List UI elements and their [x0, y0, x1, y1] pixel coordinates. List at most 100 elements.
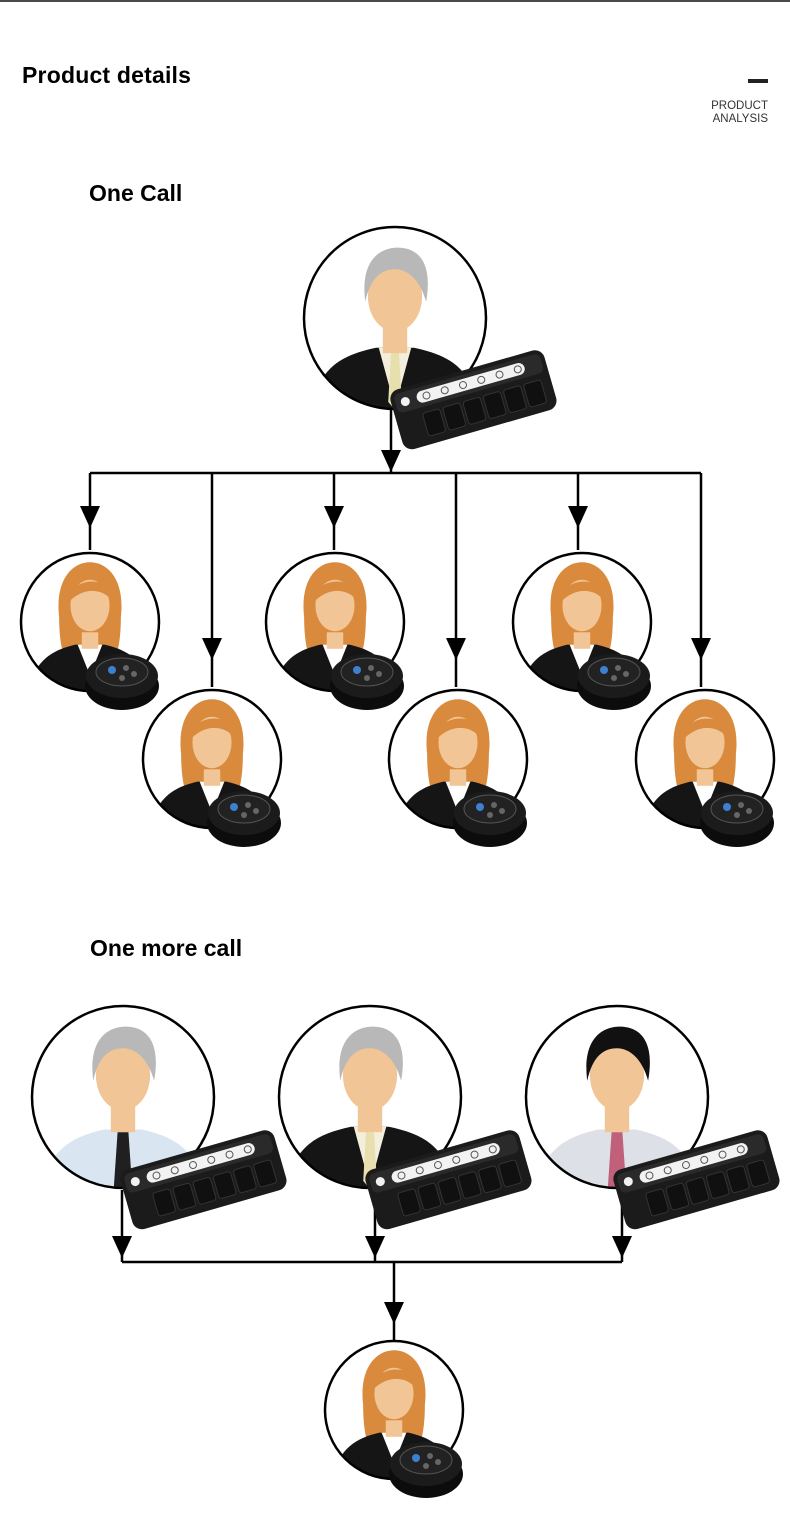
- collar: [381, 1432, 407, 1464]
- key-number-mark: [207, 1155, 216, 1164]
- key-number-mark: [718, 1150, 727, 1159]
- face: [342, 1040, 398, 1111]
- transmitter-label-strip: [416, 363, 525, 403]
- receiver-button: [131, 671, 137, 677]
- transmitter-key: [462, 397, 487, 425]
- receiver-button: [376, 671, 382, 677]
- transmitter-key: [665, 1182, 690, 1211]
- fringe: [312, 581, 358, 604]
- receiver-button: [738, 802, 744, 808]
- receiver-button: [499, 808, 505, 814]
- key-number-mark: [663, 1166, 672, 1175]
- people-nodes: [19, 225, 780, 1498]
- transmitter-key: [457, 1171, 482, 1199]
- fringe: [371, 1369, 417, 1392]
- fringe: [682, 718, 728, 741]
- receiver-button: [241, 812, 247, 818]
- portrait: [303, 226, 487, 410]
- arrow-down-icon: [381, 450, 401, 472]
- hair: [339, 1026, 403, 1081]
- page-title: Product details: [22, 62, 192, 88]
- transmitter-key: [422, 408, 446, 437]
- transmitter-label-strip: [639, 1143, 748, 1183]
- face: [95, 1040, 151, 1111]
- hair: [364, 247, 428, 302]
- receiver-button: [615, 665, 621, 671]
- receiver-button: [611, 675, 617, 681]
- staff-receiver-icon: [389, 1442, 463, 1498]
- receiver-button: [119, 675, 125, 681]
- transmitter-led: [130, 1177, 140, 1187]
- receiver-button: [435, 1459, 441, 1465]
- neck: [81, 632, 99, 649]
- receiver-face: [95, 657, 149, 687]
- neck: [696, 769, 714, 786]
- transmitter-key: [645, 1188, 669, 1217]
- receiver-button: [734, 812, 740, 818]
- neck: [385, 1420, 403, 1437]
- transmitter-key: [726, 1165, 750, 1194]
- key-number-mark: [513, 365, 522, 374]
- transmitter-led: [623, 1177, 633, 1187]
- face: [589, 1040, 645, 1111]
- fringe: [67, 581, 113, 604]
- collar: [77, 644, 103, 676]
- key-number-mark: [152, 1171, 161, 1180]
- transmitter-key: [152, 1188, 176, 1217]
- receiver-button: [253, 808, 259, 814]
- collar: [692, 781, 718, 813]
- section-title-one-call: One Call: [89, 180, 183, 206]
- section-title-one-more-call: One more call: [90, 935, 243, 961]
- transmitter-key: [253, 1159, 277, 1188]
- receiver-face: [587, 657, 641, 687]
- transmitter-key: [233, 1165, 257, 1194]
- analysis-line-1: PRODUCT: [711, 100, 768, 112]
- key-number-mark: [422, 391, 431, 400]
- receiver-blue-led: [353, 666, 361, 674]
- key-number-mark: [681, 1161, 690, 1170]
- receiver-button: [746, 808, 752, 814]
- transmitter-key: [172, 1182, 197, 1211]
- staff-receiver-icon: [330, 654, 404, 710]
- neck: [449, 769, 467, 786]
- connector-lines: [80, 408, 711, 1340]
- face: [367, 261, 423, 332]
- key-number-mark: [170, 1166, 179, 1175]
- receiver-button: [423, 1463, 429, 1469]
- receiver-button: [427, 1453, 433, 1459]
- portrait: [278, 1005, 462, 1189]
- neck: [326, 632, 344, 649]
- receiver-blue-led: [108, 666, 116, 674]
- transmitter-key: [212, 1171, 237, 1199]
- transmitter-key: [498, 1159, 522, 1188]
- arrow-down-icon: [202, 638, 222, 660]
- key-number-mark: [397, 1171, 406, 1180]
- receiver-face: [399, 1445, 453, 1475]
- transmitter-key: [705, 1171, 730, 1199]
- transmitter-key: [503, 385, 527, 414]
- arrow-down-icon: [80, 506, 100, 528]
- receiver-button: [245, 802, 251, 808]
- receiver-face: [463, 794, 517, 824]
- receiver-blue-led: [600, 666, 608, 674]
- arrow-down-icon: [446, 638, 466, 660]
- fringe: [189, 718, 235, 741]
- transmitter-key: [685, 1177, 710, 1205]
- transmitter-key: [478, 1165, 502, 1194]
- collar: [445, 781, 471, 813]
- arrow-down-icon: [365, 1236, 385, 1258]
- caller-transmitter-icon: [120, 1130, 287, 1230]
- key-number-mark: [488, 1145, 497, 1154]
- transmitter-led: [375, 1177, 385, 1187]
- key-number-mark: [495, 370, 504, 379]
- fringe: [435, 718, 481, 741]
- key-number-mark: [477, 375, 486, 384]
- neck: [203, 769, 221, 786]
- key-number-mark: [243, 1145, 252, 1154]
- receiver-button: [123, 665, 129, 671]
- transmitter-label-strip: [391, 1143, 500, 1183]
- transmitter-key: [746, 1159, 770, 1188]
- collar: [199, 781, 225, 813]
- key-number-mark: [188, 1161, 197, 1170]
